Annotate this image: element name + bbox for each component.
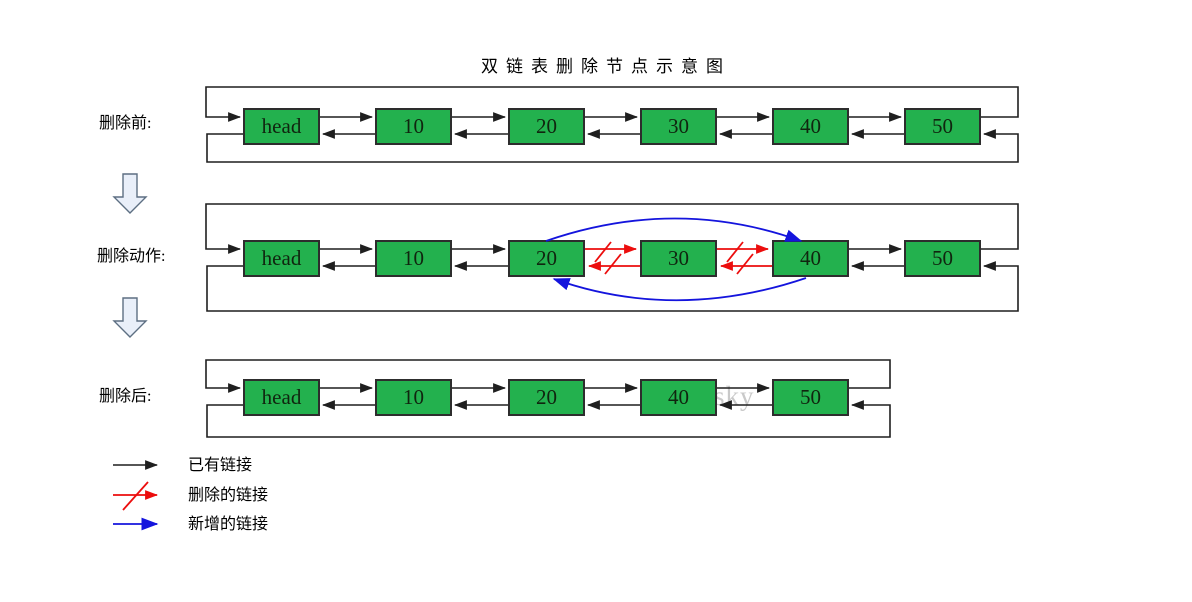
legend-label-deleted: 删除的链接 bbox=[188, 487, 269, 504]
deleted-slash bbox=[594, 241, 612, 263]
node-row1-50: 50 bbox=[904, 108, 981, 145]
node-row1-30: 30 bbox=[640, 108, 717, 145]
legend-deleted-slash bbox=[122, 481, 149, 511]
node-row2-40: 40 bbox=[772, 240, 849, 277]
node-row2-20: 20 bbox=[508, 240, 585, 277]
node-row3-20: 20 bbox=[508, 379, 585, 416]
step-down-arrow-1 bbox=[112, 173, 148, 214]
row2-existing-links bbox=[205, 203, 1019, 312]
row-label-action: 删除动作: bbox=[97, 248, 166, 265]
row2-deleted-links bbox=[585, 241, 772, 275]
node-row3-40: 40 bbox=[640, 379, 717, 416]
legend-arrows bbox=[113, 460, 159, 531]
node-row3-head: head bbox=[243, 379, 320, 416]
node-row1-head: head bbox=[243, 108, 320, 145]
node-row2-10: 10 bbox=[375, 240, 452, 277]
diagram-title: 双链表删除节点示意图 bbox=[481, 57, 731, 76]
row-label-after: 删除后: bbox=[99, 388, 152, 405]
row3-links bbox=[205, 359, 891, 438]
node-row1-40: 40 bbox=[772, 108, 849, 145]
deleted-slash bbox=[736, 253, 754, 275]
row1-links bbox=[205, 86, 1019, 163]
node-row2-30: 30 bbox=[640, 240, 717, 277]
legend-label-added: 新增的链接 bbox=[188, 516, 269, 533]
deleted-slash bbox=[726, 241, 744, 263]
node-row2-head: head bbox=[243, 240, 320, 277]
node-row3-50: 50 bbox=[772, 379, 849, 416]
node-row1-20: 20 bbox=[508, 108, 585, 145]
row2-new-links bbox=[545, 217, 807, 302]
deleted-slash bbox=[604, 253, 622, 275]
row-label-before: 删除前: bbox=[99, 115, 152, 132]
node-row2-50: 50 bbox=[904, 240, 981, 277]
legend-label-existing: 已有链接 bbox=[188, 457, 253, 474]
node-row3-10: 10 bbox=[375, 379, 452, 416]
node-row1-10: 10 bbox=[375, 108, 452, 145]
step-down-arrow-2 bbox=[112, 297, 148, 338]
